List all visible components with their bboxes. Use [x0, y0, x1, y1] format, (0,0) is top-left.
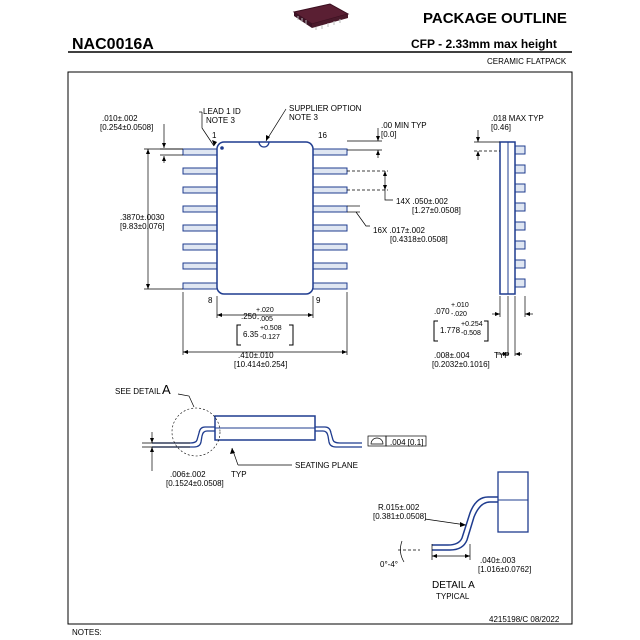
supplier-notch — [258, 141, 270, 148]
detail-letter: A — [162, 382, 171, 397]
min-typ-in: .00 MIN TYP — [381, 121, 427, 130]
see-detail-label: SEE DETAIL — [115, 387, 161, 396]
lead1-dot — [220, 146, 224, 150]
pin9-label: 9 — [316, 296, 321, 305]
radius-in: R.015±.002 — [378, 503, 420, 512]
pin1-label: 1 — [212, 131, 217, 140]
thickness-in: .008±.004 — [434, 351, 470, 360]
seating-plane-label: SEATING PLANE — [295, 461, 358, 470]
package-description: CFP - 2.33mm max height — [411, 37, 557, 51]
lead1-id-label: LEAD 1 ID — [203, 107, 241, 116]
height-mm: 1.778 — [440, 326, 461, 335]
pitch-mm: [1.27±0.0508] — [412, 206, 461, 215]
height-mm-minus: -0.508 — [461, 330, 481, 337]
body-width-mm: 6.35 — [243, 330, 259, 339]
detail-a-typical: TYPICAL — [436, 592, 470, 601]
body-width-tol-plus: +.020 — [256, 307, 274, 314]
foot-in: .040±.003 — [480, 556, 516, 565]
min-typ-mm: [0.0] — [381, 130, 397, 139]
pin16-label: 16 — [318, 131, 327, 140]
body-length-mm: [9.83±0.076] — [120, 222, 165, 231]
width16-mm: [0.4318±0.0508] — [390, 235, 448, 244]
lead1-note-label: NOTE 3 — [206, 116, 235, 125]
pin8-label: 8 — [208, 296, 213, 305]
radius-mm: [0.381±0.0508] — [373, 512, 427, 521]
height-tol-plus: +.010 — [451, 302, 469, 309]
supplier-option-label: SUPPLIER OPTION — [289, 104, 362, 113]
standoff-mm: [0.1524±0.0508] — [166, 479, 224, 488]
supplier-note-label: NOTE 3 — [289, 113, 318, 122]
thickness-typ: TYP — [494, 351, 510, 360]
standoff-in: .006±.002 — [170, 470, 206, 479]
thickness-mm: [0.2032±0.1016] — [432, 360, 490, 369]
side-max-mm: [0.46] — [491, 123, 512, 132]
body-width-mm-plus: +0.508 — [260, 325, 282, 332]
notes-label: NOTES: — [72, 628, 102, 637]
side-profile — [142, 393, 427, 471]
lead-width-mm: [0.254±0.0508] — [100, 123, 154, 132]
height-tol-minus: -.020 — [451, 311, 467, 318]
doc-number: 4215198/C 08/2022 — [489, 615, 560, 624]
side-view-end — [474, 130, 533, 356]
top-view — [144, 108, 393, 355]
lead-width-in: .010±.002 — [102, 114, 138, 123]
overall-width-in: .410±.010 — [238, 351, 274, 360]
body-width-mm-minus: -0.127 — [260, 334, 280, 341]
width16-in: 16X .017±.002 — [373, 226, 425, 235]
detail-a-title: DETAIL A — [432, 580, 475, 591]
page-title: PACKAGE OUTLINE — [423, 10, 567, 27]
package-photo-icon — [292, 3, 350, 30]
standoff-typ: TYP — [231, 470, 247, 479]
overall-width-mm: [10.414±0.254] — [234, 360, 288, 369]
drawing-frame — [67, 71, 573, 625]
package-type: CERAMIC FLATPACK — [487, 57, 567, 66]
package-body — [216, 141, 314, 295]
detail-a — [398, 471, 529, 563]
body-length-in: .3870±.0030 — [120, 213, 165, 222]
height-mm-plus: +0.254 — [461, 321, 483, 328]
flatness-value: .004 [0.1] — [390, 438, 424, 447]
dimension-brackets — [236, 320, 489, 346]
angle-label: 0°-4° — [380, 560, 398, 569]
part-number: NAC0016A — [72, 36, 154, 53]
body-width-in: .250 — [241, 312, 257, 321]
pitch-in: 14X .050±.002 — [396, 197, 448, 206]
body-width-tol-minus: -.005 — [257, 316, 273, 323]
height-in: .070 — [434, 307, 450, 316]
foot-mm: [1.016±0.0762] — [478, 565, 532, 574]
side-max-in: .018 MAX TYP — [491, 114, 544, 123]
